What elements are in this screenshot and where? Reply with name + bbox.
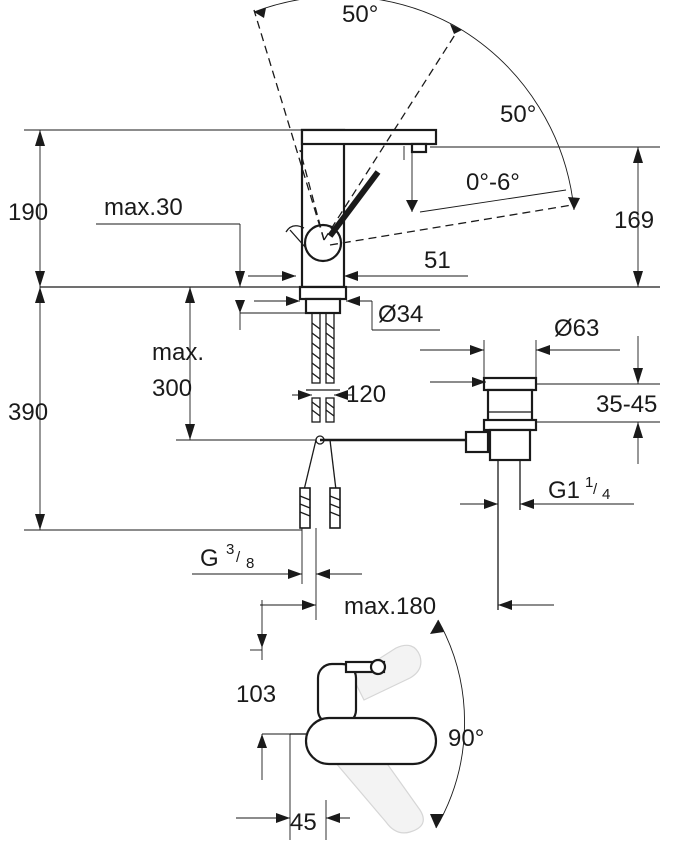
faucet-spout bbox=[300, 128, 438, 146]
label-angle-top: 50° bbox=[342, 1, 378, 28]
label-d63: Ø63 bbox=[554, 315, 599, 342]
label-g114-den: 4 bbox=[602, 486, 610, 503]
label-d34: Ø34 bbox=[378, 301, 423, 328]
label-g114: G1 bbox=[548, 477, 580, 504]
plan-lever bbox=[304, 716, 438, 766]
faucet-aerator bbox=[410, 142, 428, 154]
label-g38-slash: / bbox=[236, 549, 241, 566]
base-flange bbox=[298, 285, 348, 301]
faucet-elevation bbox=[40, 9, 660, 610]
label-g38: G bbox=[200, 545, 219, 572]
lever-ghost-1 bbox=[299, 149, 325, 241]
label-g114-num: 1 bbox=[585, 474, 593, 491]
label-190: 190 bbox=[8, 199, 48, 226]
supply-hoses bbox=[299, 312, 341, 529]
lever-ghost-flat bbox=[329, 204, 573, 246]
label-g114-slash: / bbox=[593, 481, 598, 498]
label-g38-num: 3 bbox=[226, 541, 234, 558]
label-g38-den: 8 bbox=[246, 555, 254, 572]
faucet-plan-view bbox=[290, 644, 438, 834]
lever-base-cap bbox=[289, 229, 307, 249]
lever-handle bbox=[327, 170, 381, 238]
arc-90 bbox=[435, 619, 465, 829]
label-3545: 35-45 bbox=[596, 391, 657, 418]
label-max300-b: 300 bbox=[152, 375, 192, 402]
label-103: 103 bbox=[236, 681, 276, 708]
label-angle-rot: 90° bbox=[448, 725, 484, 752]
label-45: 45 bbox=[290, 809, 317, 836]
waste-fitting bbox=[464, 376, 538, 610]
arc-50-side bbox=[461, 29, 575, 211]
label-max30: max.30 bbox=[104, 194, 183, 221]
plan-dimension-lines bbox=[236, 600, 465, 840]
dimension-lines bbox=[24, 0, 660, 620]
spout-rotated-ghost bbox=[351, 644, 422, 701]
label-angle-range: 0°-6° bbox=[466, 169, 520, 196]
base-nut bbox=[304, 297, 342, 315]
plan-aerator bbox=[369, 658, 387, 676]
faucet-body bbox=[300, 128, 346, 289]
label-120: 120 bbox=[346, 381, 386, 408]
label-max180: max.180 bbox=[344, 593, 436, 620]
label-390: 390 bbox=[8, 399, 48, 426]
label-max300-a: max. bbox=[152, 339, 204, 366]
label-169: 169 bbox=[614, 207, 654, 234]
label-51: 51 bbox=[424, 247, 451, 274]
arc-50-top bbox=[253, 0, 463, 31]
dimension-labels: 50° 50° 0°-6° max.30 190 169 51 Ø34 Ø63 … bbox=[8, 1, 657, 836]
lever-swing-back bbox=[253, 9, 325, 241]
lever-swing-fwd bbox=[323, 29, 459, 241]
lever-cap-curve bbox=[285, 225, 305, 233]
label-angle-side: 50° bbox=[500, 101, 536, 128]
